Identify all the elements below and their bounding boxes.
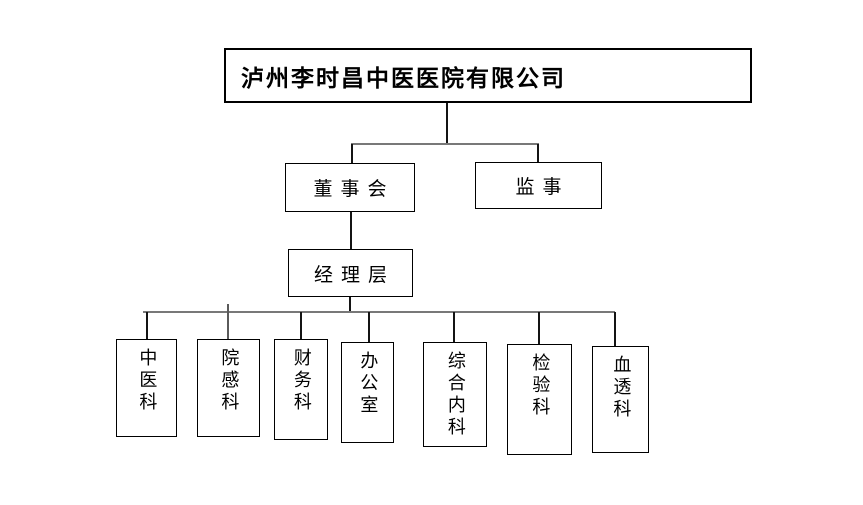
connector-dept-7-drop — [614, 312, 616, 346]
dept-general-internal-medicine-label: 综合内科 — [445, 351, 466, 439]
dept-infection-control-label: 院感科 — [219, 348, 240, 414]
dept-hemodialysis-label: 血透科 — [611, 355, 632, 421]
supervisor-label: 监事 — [515, 177, 570, 198]
org-box-dept-general-internal-medicine: 综合内科 — [423, 342, 487, 447]
connector-dept-6-drop — [538, 312, 540, 344]
company-title: 泸州李时昌中医医院有限公司 — [241, 65, 566, 91]
connector-level2-horizontal — [351, 143, 539, 145]
org-box-dept-laboratory: 检验科 — [507, 344, 572, 455]
dept-tcm-label: 中医科 — [137, 348, 158, 414]
management-label: 经理层 — [313, 264, 395, 286]
connector-dept-1-drop — [146, 312, 148, 339]
connector-board-drop — [351, 144, 353, 163]
connector-departments-horizontal — [143, 311, 615, 313]
connector-supervisor-drop — [537, 144, 539, 162]
board-label: 董事会 — [313, 179, 395, 200]
org-box-dept-infection-control: 院感科 — [197, 339, 260, 437]
connector-dept-5-drop — [453, 312, 455, 342]
org-box-dept-hemodialysis: 血透科 — [592, 346, 649, 453]
org-box-company: 泸州李时昌中医医院有限公司 — [224, 48, 752, 103]
connector-dept-2-drop — [227, 304, 229, 339]
org-box-dept-tcm: 中医科 — [116, 339, 177, 437]
org-box-board: 董事会 — [285, 163, 415, 212]
dept-office-label: 办公室 — [358, 351, 379, 417]
connector-dept-4-drop — [368, 312, 370, 342]
connector-management-down — [349, 297, 351, 312]
org-box-supervisor: 监事 — [475, 162, 602, 209]
dept-finance-label: 财务科 — [291, 348, 312, 414]
connector-root-down — [446, 103, 448, 144]
connector-dept-3-drop — [300, 312, 302, 339]
org-box-dept-office: 办公室 — [341, 342, 394, 443]
org-box-dept-finance: 财务科 — [274, 339, 328, 440]
connector-board-management — [350, 209, 352, 249]
org-box-management: 经理层 — [288, 249, 413, 297]
dept-laboratory-label: 检验科 — [530, 353, 551, 419]
